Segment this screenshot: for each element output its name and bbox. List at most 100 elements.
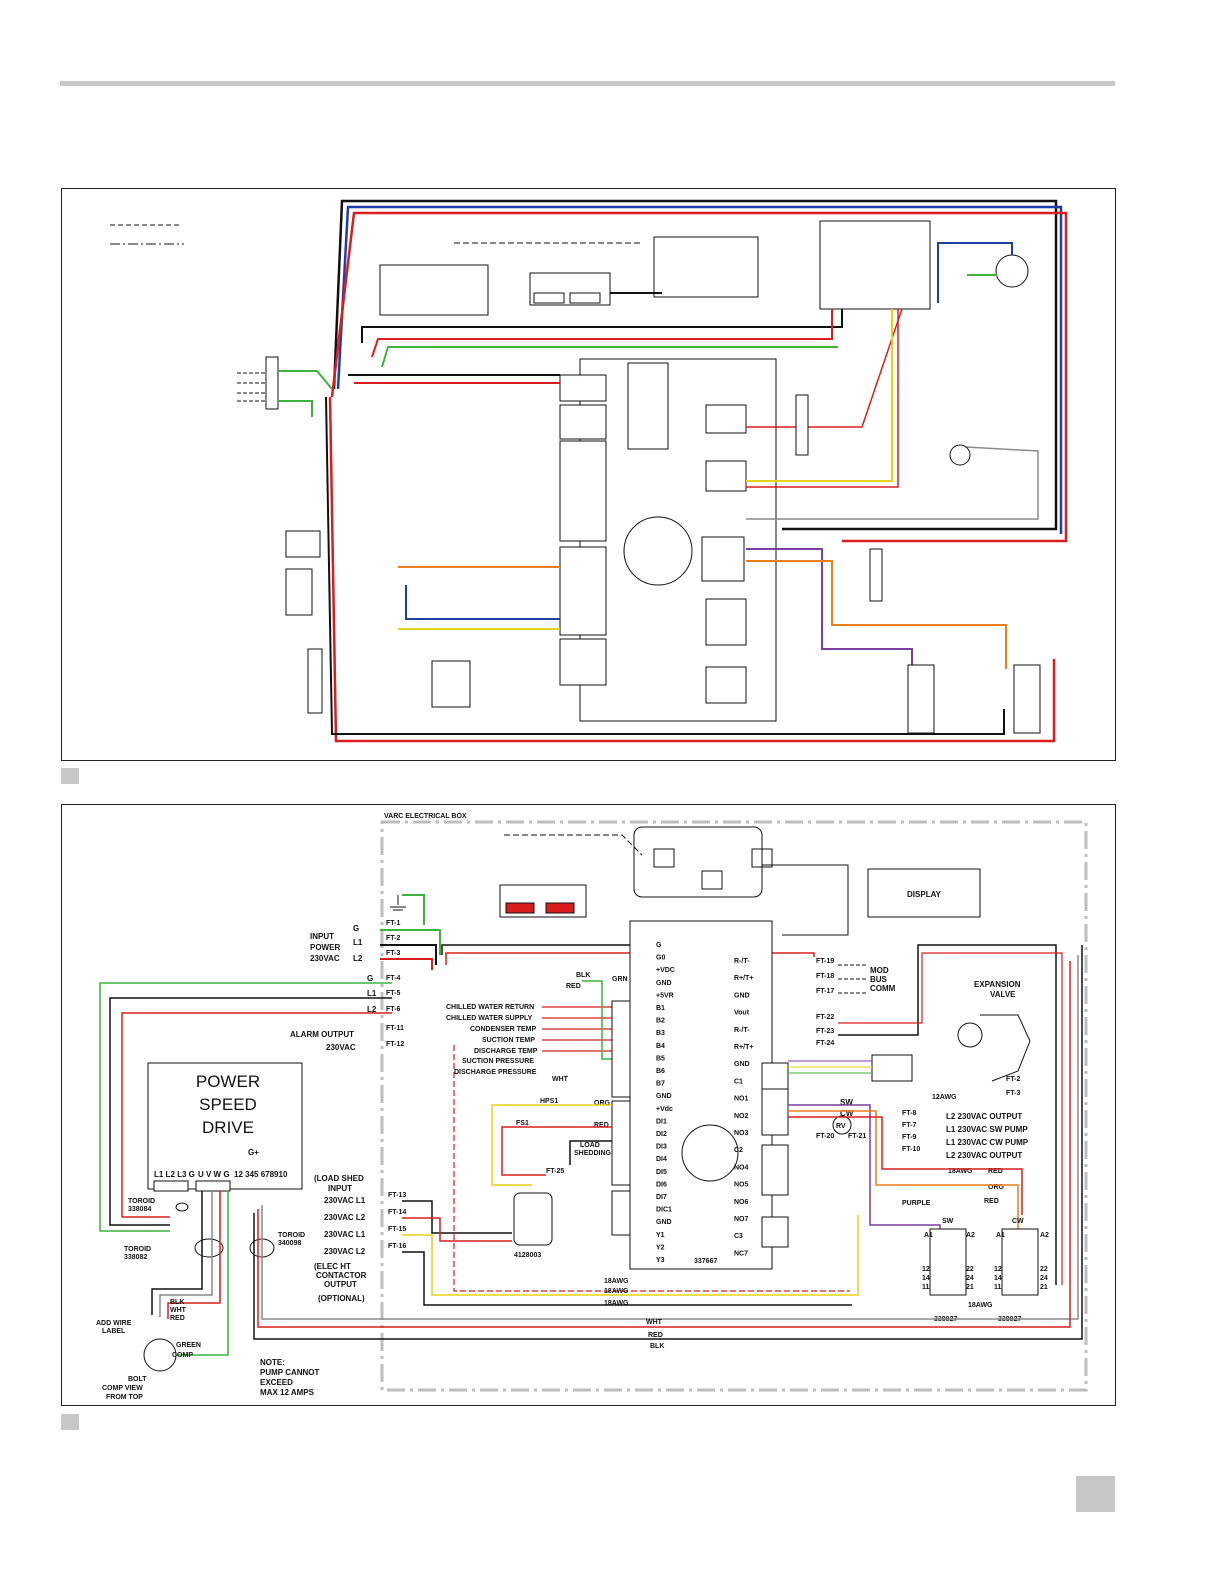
ft-8: FT-8 xyxy=(902,1110,916,1117)
diagram-2-svg: VARC ELECTRICAL BOX DISPLAY INPUT POWER … xyxy=(96,813,1088,1401)
output-1: L2 230VAC OUTPUT xyxy=(946,1112,1022,1121)
svg-text:FT-4: FT-4 xyxy=(386,975,400,982)
mod-label: MOD xyxy=(870,966,889,975)
controller-right-pin-5: R+/T+ xyxy=(734,1044,753,1051)
controller-dial xyxy=(681,1124,739,1182)
svg-text:FT-6: FT-6 xyxy=(386,1006,400,1013)
controller-right-pin-2: GND xyxy=(734,992,750,999)
bottom-18awg-1: 18AWG xyxy=(604,1278,629,1285)
power-speed-drive xyxy=(147,1062,303,1190)
contactor-pin-labels: A1 A2 A1 A2 12 22 14 24 11 21 12 22 14 2… xyxy=(922,1232,1049,1291)
controller-left-pin-0: G xyxy=(656,942,662,949)
note-title: NOTE: xyxy=(260,1358,285,1367)
sensor-discharge-temp: DISCHARGE TEMP xyxy=(474,1048,538,1055)
elec-ht-label: (ELEC HT xyxy=(314,1262,351,1271)
controller-337667 xyxy=(629,920,773,1270)
toroid-1 xyxy=(175,1202,189,1212)
contactor-cw-1 xyxy=(1013,664,1041,734)
red-label: RED xyxy=(594,1122,609,1129)
ft-19: FT-19 xyxy=(816,958,834,965)
controller-right-pin-12: NO4 xyxy=(734,1164,749,1171)
svg-text:14: 14 xyxy=(994,1275,1002,1282)
controller-left-pin-18: DI5 xyxy=(656,1169,667,1176)
bottom-18awg-2: 18AWG xyxy=(604,1288,629,1295)
sensor-discharge-pressure: DISCHARGE PRESSURE xyxy=(454,1069,537,1076)
svg-text:A2: A2 xyxy=(966,1232,975,1239)
load-line-4: 230VAC L2 xyxy=(324,1247,366,1256)
controller-right-pin-8: NO1 xyxy=(734,1096,749,1103)
toroid-2-part: 338082 xyxy=(124,1254,147,1261)
compressor-plug xyxy=(995,254,1029,288)
alarm-output-label: ALARM OUTPUT xyxy=(290,1030,354,1039)
ft-23: FT-23 xyxy=(816,1028,834,1035)
svg-text:L2: L2 xyxy=(367,1005,377,1014)
contactor-sw-label: SW xyxy=(942,1218,954,1225)
drive-title-3: DRIVE xyxy=(202,1118,254,1137)
controller-left-pin-20: DI7 xyxy=(656,1194,667,1201)
awg18-label: 18AWG xyxy=(948,1168,973,1175)
comp-view-label: COMP VIEW xyxy=(102,1385,143,1392)
rv-label: RV xyxy=(836,1123,846,1130)
toroid-2 xyxy=(194,1238,224,1258)
ft-labels-left: FT-1 FT-2 FT-3 FT-4 FT-5 FT-6 xyxy=(386,920,400,1013)
diagram-1-svg xyxy=(110,199,1068,743)
box-label: VARC ELECTRICAL BOX xyxy=(384,813,467,820)
drive-terminals-control: 12 345 678910 xyxy=(234,1170,288,1179)
sensor-red-label: RED xyxy=(566,983,581,990)
controller-right-pin-9: NO2 xyxy=(734,1113,749,1120)
ft-18: FT-18 xyxy=(816,973,834,980)
controller-right-pin-7: C1 xyxy=(734,1078,743,1085)
contactor-label: CONTACTOR xyxy=(316,1271,367,1280)
ft-12: FT-12 xyxy=(386,1041,404,1048)
controller-right-pin-6: GND xyxy=(734,1061,750,1068)
relay-4128003 xyxy=(513,1192,553,1246)
drive-terminals-output: U V W G xyxy=(198,1170,230,1179)
valve-label: VALVE xyxy=(990,990,1016,999)
expansion-board xyxy=(653,236,759,298)
terminal-labels-left: G L1 L2 G L1 L2 xyxy=(353,924,377,1014)
svg-text:24: 24 xyxy=(966,1275,974,1282)
toroid-1-label: TOROID xyxy=(128,1198,155,1205)
controller-left-pin-14: DI1 xyxy=(656,1118,667,1125)
controller-right-pin-3: Vout xyxy=(734,1010,750,1017)
display-box xyxy=(867,868,981,918)
bottom-red: RED xyxy=(648,1332,663,1339)
page-number-box xyxy=(1076,1476,1115,1512)
red-contactor-label: RED xyxy=(984,1198,999,1205)
controller-left-pin-11: B7 xyxy=(656,1081,665,1088)
red-wire xyxy=(330,211,1068,543)
sensor-suction-pressure: SUCTION PRESSURE xyxy=(462,1058,534,1065)
controller-knob xyxy=(623,516,693,586)
ft-20: FT-20 xyxy=(816,1133,834,1140)
drive-terminals-input: L1 L2 L3 G xyxy=(154,1170,195,1179)
expansion-label: EXPANSION xyxy=(974,980,1021,989)
svg-text:21: 21 xyxy=(966,1284,974,1291)
controller-left-pin-24: Y2 xyxy=(656,1244,665,1251)
toroid-1-part: 338084 xyxy=(128,1206,151,1213)
ft-15: FT-15 xyxy=(388,1226,406,1233)
svg-text:A2: A2 xyxy=(1040,1232,1049,1239)
red-right-label: RED xyxy=(988,1168,1003,1175)
relay-1 xyxy=(431,660,471,708)
controller-left-pin-13: +Vdc xyxy=(656,1106,673,1113)
contactor-sw xyxy=(929,1228,967,1296)
wire-red-label: RED xyxy=(170,1315,185,1322)
toroid-3-label: TOROID xyxy=(278,1232,305,1239)
from-top-label: FROM TOP xyxy=(106,1394,143,1401)
ft-24: FT-24 xyxy=(816,1040,834,1047)
wire-blk-label: BLK xyxy=(170,1299,184,1306)
svg-text:FT-2: FT-2 xyxy=(386,935,400,942)
note-line-1: PUMP CANNOT xyxy=(260,1368,320,1377)
svg-text:14: 14 xyxy=(922,1275,930,1282)
controller-left-pin-10: B6 xyxy=(656,1068,665,1075)
output-4: L2 230VAC OUTPUT xyxy=(946,1151,1022,1160)
awg12-label: 12AWG xyxy=(932,1094,957,1101)
contactor-cw xyxy=(1001,1228,1039,1296)
ft-16: FT-16 xyxy=(388,1243,406,1250)
drive-box xyxy=(379,264,489,316)
expansion-valve xyxy=(957,1022,983,1048)
ft-22: FT-22 xyxy=(816,1014,834,1021)
expansion-valve-1 xyxy=(949,444,971,466)
bottom-blk: BLK xyxy=(650,1343,664,1350)
toroid-3-part: 340098 xyxy=(278,1240,301,1247)
